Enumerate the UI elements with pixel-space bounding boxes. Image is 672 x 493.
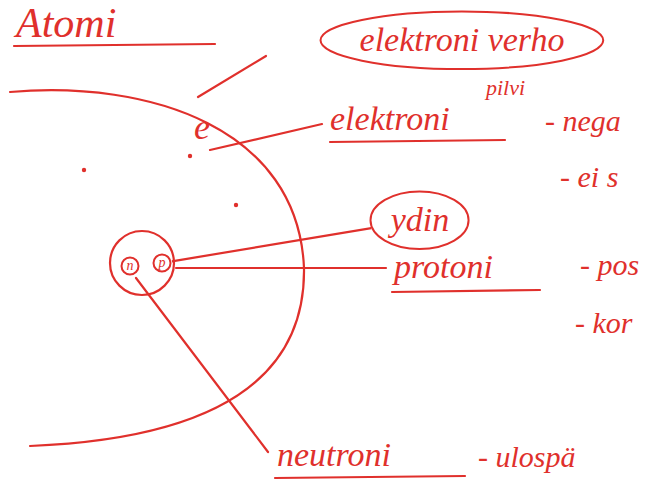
- node-text: ydin: [391, 201, 450, 238]
- title: Atomi: [16, 0, 116, 46]
- leader-line: [176, 267, 386, 269]
- note: - nega: [545, 104, 621, 137]
- annotation: pilvi: [486, 76, 525, 100]
- note: - ulospä: [478, 440, 576, 473]
- proton-circle: p: [152, 253, 172, 273]
- node-text: elektroni verho: [360, 21, 565, 58]
- node-text: p: [159, 255, 166, 270]
- callout-ellipse: ydin: [369, 190, 470, 251]
- leader-line: [172, 228, 371, 261]
- underline: [392, 290, 540, 292]
- note: - pos: [580, 248, 639, 281]
- electron-symbol: e: [194, 108, 210, 148]
- underline: [330, 140, 505, 142]
- electron-dot: [82, 168, 86, 172]
- leader-line: [198, 56, 266, 97]
- electron-dot: [188, 154, 192, 158]
- note: - ei s: [560, 160, 618, 193]
- part-name: elektroni: [330, 100, 450, 137]
- leader-line: [210, 124, 322, 150]
- part-name: protoni: [394, 248, 493, 285]
- callout-ellipse: elektroni verho: [319, 10, 605, 71]
- note: - kor: [575, 306, 632, 339]
- part-name: neutroni: [277, 436, 391, 473]
- leader-line: [136, 278, 268, 452]
- electron-dot: [234, 203, 238, 207]
- neutron-circle: n: [120, 256, 140, 276]
- underline: [275, 476, 465, 478]
- node-text: n: [127, 258, 134, 273]
